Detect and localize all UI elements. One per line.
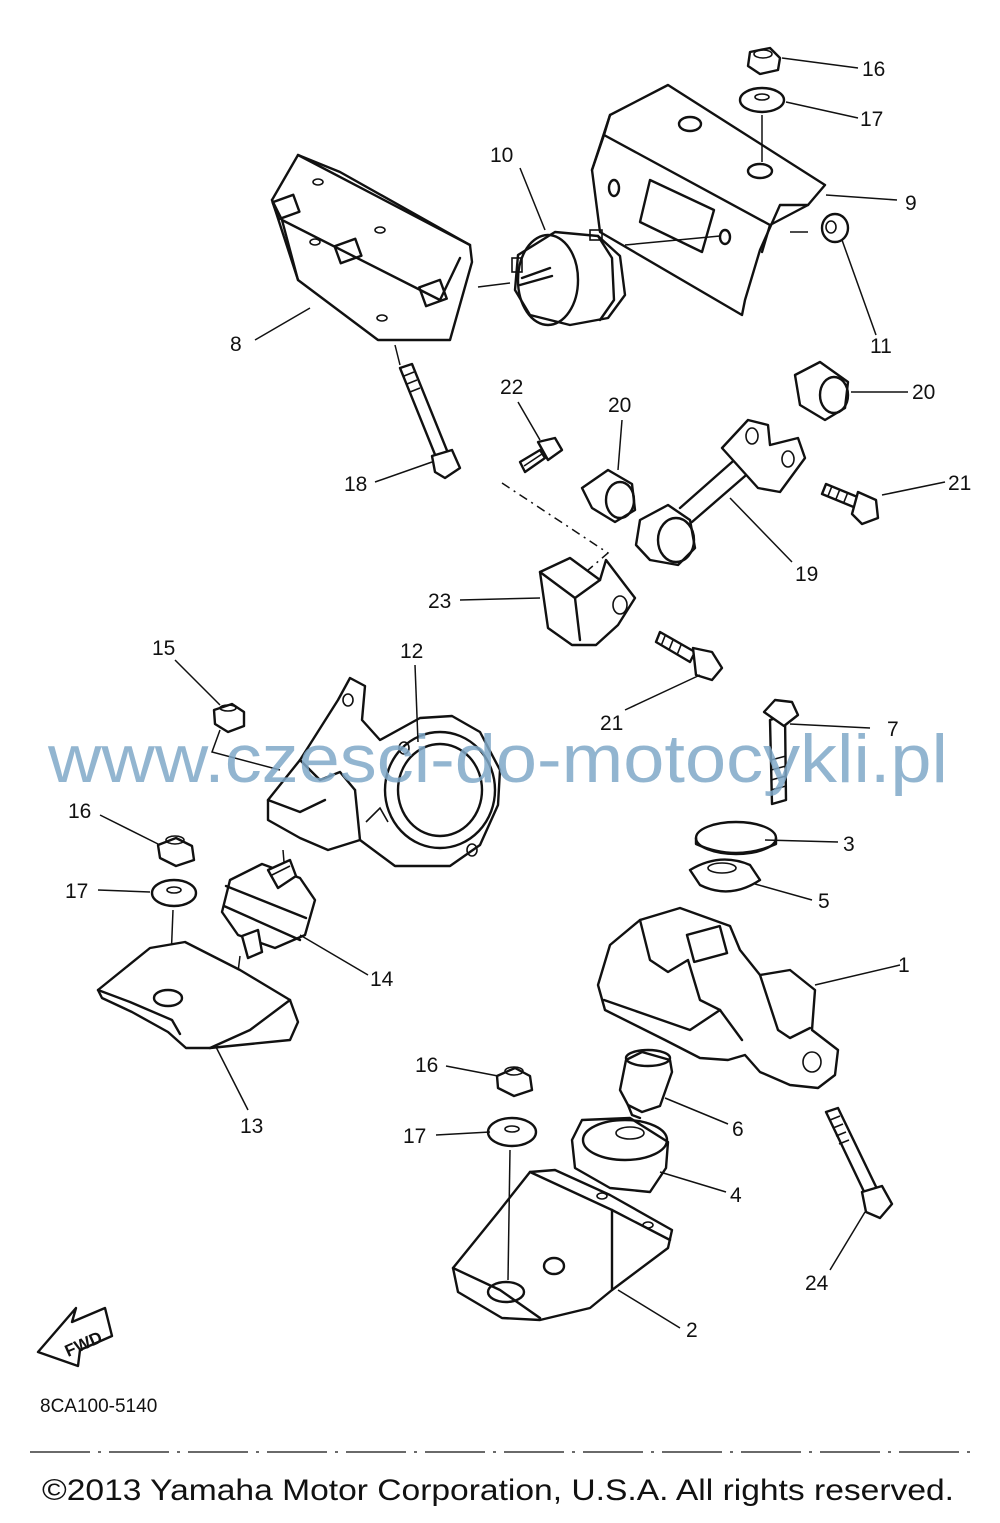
part-11-grommet xyxy=(820,212,850,244)
callout-10: 10 xyxy=(490,144,513,167)
part-17-washer-top xyxy=(738,86,786,114)
part-21-bolt-upper xyxy=(820,482,880,526)
callout-15: 15 xyxy=(152,637,175,660)
part-4-rubber-block xyxy=(570,1116,670,1194)
callout-1: 1 xyxy=(898,954,910,977)
callout-2: 2 xyxy=(686,1319,698,1342)
callout-22: 22 xyxy=(500,376,523,399)
callout-12: 12 xyxy=(400,640,423,663)
part-16-nut-left xyxy=(156,835,196,868)
part-22-bolt xyxy=(518,436,564,474)
callout-17: 17 xyxy=(860,108,883,131)
callout-16: 16 xyxy=(415,1054,438,1077)
callout-7: 7 xyxy=(887,718,899,741)
part-9-bracket xyxy=(590,83,827,317)
callout-9: 9 xyxy=(905,192,917,215)
callout-20: 20 xyxy=(608,394,631,417)
callout-13: 13 xyxy=(240,1115,263,1138)
callout-11: 11 xyxy=(870,335,892,358)
watermark: www.czesci-do-motocykli.pl xyxy=(47,721,948,797)
part-18-bolt xyxy=(398,362,462,480)
part-19-torque-rod xyxy=(634,418,807,567)
part-20-bushing-right xyxy=(793,360,850,422)
part-14-damper xyxy=(220,858,317,960)
copyright-notice: ©2013 Yamaha Motor Corporation, U.S.A. A… xyxy=(42,1474,954,1507)
part-7-bolt xyxy=(762,698,800,806)
callout-16: 16 xyxy=(862,58,885,81)
callout-8: 8 xyxy=(230,333,242,356)
part-23-bracket xyxy=(538,556,637,647)
part-15-nut xyxy=(212,702,246,734)
callout-17: 17 xyxy=(65,880,88,903)
part-20-bushing-center xyxy=(580,468,637,524)
part-3-washer xyxy=(694,820,778,856)
callout-24: 24 xyxy=(805,1272,829,1295)
part-16-nut-bottom xyxy=(495,1066,534,1098)
callout-3: 3 xyxy=(843,833,855,856)
part-6-collar xyxy=(618,1048,674,1120)
part-8-bracket xyxy=(270,153,474,342)
callout-18: 18 xyxy=(344,473,367,496)
part-10-rubber-mount xyxy=(511,229,627,327)
callout-labels: 16 17 10 9 11 8 20 22 20 18 21 19 23 15 … xyxy=(65,58,971,1342)
callout-6: 6 xyxy=(732,1118,744,1141)
callout-19: 19 xyxy=(795,563,818,586)
leader-lines xyxy=(97,57,946,1329)
part-24-bolt xyxy=(824,1106,894,1220)
part-13-bracket xyxy=(96,940,300,1050)
callout-14: 14 xyxy=(370,968,394,991)
diagram-reference-code: 8CA100-5140 xyxy=(40,1396,157,1417)
part-17-washer-left xyxy=(150,878,198,908)
callout-23: 23 xyxy=(428,590,451,613)
callout-21: 21 xyxy=(600,712,623,735)
callout-20: 20 xyxy=(912,381,935,404)
callout-16: 16 xyxy=(68,800,91,823)
fwd-arrow-badge: FWD xyxy=(36,1306,114,1368)
part-21-bolt-middle xyxy=(654,630,724,682)
part-16-nut-top xyxy=(746,46,782,76)
callout-21: 21 xyxy=(948,472,971,495)
part-17-washer-bottom xyxy=(486,1116,538,1148)
callout-17: 17 xyxy=(403,1125,426,1148)
part-5-cushion xyxy=(688,858,762,893)
part-2-bracket xyxy=(451,1168,674,1322)
callout-4: 4 xyxy=(730,1184,742,1207)
part-12-mount-plate xyxy=(266,676,502,868)
part-1-mount xyxy=(596,906,840,1090)
callout-5: 5 xyxy=(818,890,830,913)
